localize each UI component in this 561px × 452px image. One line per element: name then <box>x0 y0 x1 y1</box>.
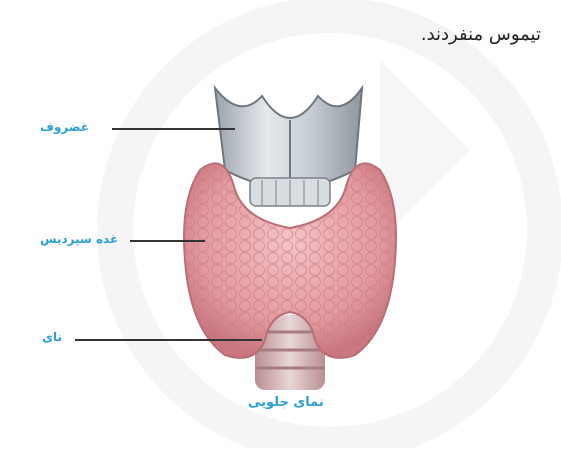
thyroid-label: غده سپردیس <box>40 232 118 246</box>
trachea-label: نای <box>42 330 62 344</box>
cartilage-label: غضروف <box>40 120 89 134</box>
cartilage-shape <box>215 88 362 206</box>
front-view-label: نمای جلویی <box>248 395 324 410</box>
caption-text: تیموس منفردند. <box>421 24 541 45</box>
